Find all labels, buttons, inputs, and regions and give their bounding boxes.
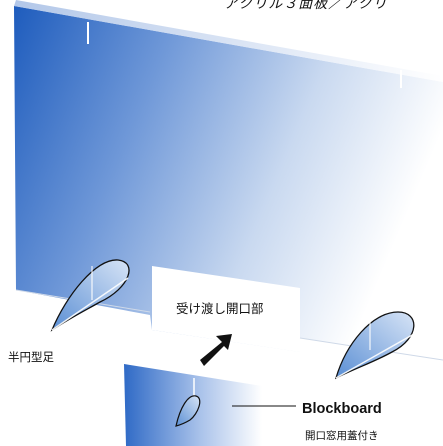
blockboard-subtitle: 開口窓用蓋付き <box>305 430 379 442</box>
blockboard-panel <box>124 364 262 446</box>
opening-label: 受け渡し開口部 <box>176 301 264 316</box>
semicircle-foot-left <box>50 259 130 332</box>
foot-label: 半円型足 <box>8 350 54 364</box>
up-right-arrow-icon <box>200 334 232 366</box>
blockboard-title: Blockboard <box>302 401 382 417</box>
top-caption: アクリル３面板／アクリ <box>224 0 388 12</box>
semicircle-foot-right <box>334 311 415 380</box>
